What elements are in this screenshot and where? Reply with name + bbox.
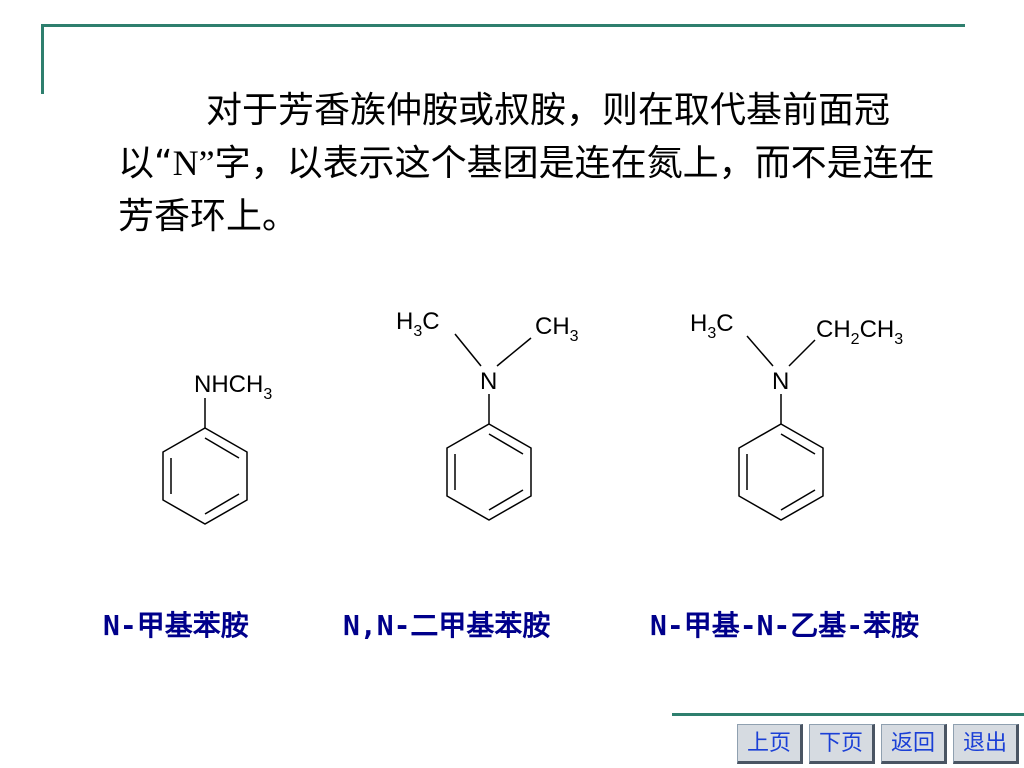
paragraph-text-2: 字，以表示这个基团是连在氮上，而不是连在芳香环上。 <box>118 143 935 237</box>
nitrogen-atom-3: N <box>772 368 789 395</box>
substituent-nhch3: NHCH3 <box>194 371 272 403</box>
bond-n-to-ethyl-3 <box>788 339 816 367</box>
paragraph-text-n: N” <box>172 143 215 183</box>
left-methyl-group-3: H3C <box>690 310 734 342</box>
ethyl-group-3: CH2CH3 <box>816 316 903 348</box>
ring-3-double-bond-b <box>780 489 816 511</box>
back-button[interactable]: 返回 <box>881 724 947 764</box>
ring-2-double-bond-a <box>488 433 524 455</box>
caption-n-methylaniline: N-甲基苯胺 <box>103 609 249 642</box>
nitrogen-atom-2: N <box>480 368 497 395</box>
prev-page-button[interactable]: 上页 <box>737 724 803 764</box>
ring-1-double-bond-b <box>204 493 240 515</box>
structure-n-n-dimethylaniline <box>446 333 532 521</box>
benzene-ring-2 <box>446 423 532 521</box>
paragraph-text-1: 对于芳香族仲胺或叔胺，则在取代基前面冠以“ <box>118 90 891 184</box>
caption-n-methyl-n-ethylaniline: N-甲基-N-乙基-苯胺 <box>650 609 920 642</box>
navigation-bar: 上页 下页 返回 退出 <box>737 724 1019 766</box>
ring-1-double-bond-a <box>204 437 240 459</box>
left-methyl-group-2: H3C <box>396 308 440 340</box>
bond-n-to-left-methyl-3 <box>746 335 774 367</box>
ring-2-double-bond-b <box>488 489 524 511</box>
structure-n-methylaniline <box>162 398 248 525</box>
benzene-ring-1 <box>162 427 248 525</box>
frame-top-line <box>41 24 965 27</box>
frame-bottom-line <box>672 713 1024 716</box>
caption-n-n-dimethylaniline: N,N-二甲基苯胺 <box>343 609 551 642</box>
right-methyl-group-2: CH3 <box>535 313 579 345</box>
exit-button[interactable]: 退出 <box>953 724 1019 764</box>
explanation-paragraph: 对于芳香族仲胺或叔胺，则在取代基前面冠以“N”字，以表示这个基团是连在氮上，而不… <box>118 84 968 243</box>
bond-n-to-right-methyl-2 <box>496 337 532 367</box>
bond-n-to-left-methyl-2 <box>454 333 482 367</box>
structure-n-methyl-n-ethylaniline <box>738 335 824 521</box>
next-page-button[interactable]: 下页 <box>809 724 875 764</box>
ring-3-double-bond-a <box>780 433 816 455</box>
frame-left-line <box>41 24 44 94</box>
benzene-ring-3 <box>738 423 824 521</box>
